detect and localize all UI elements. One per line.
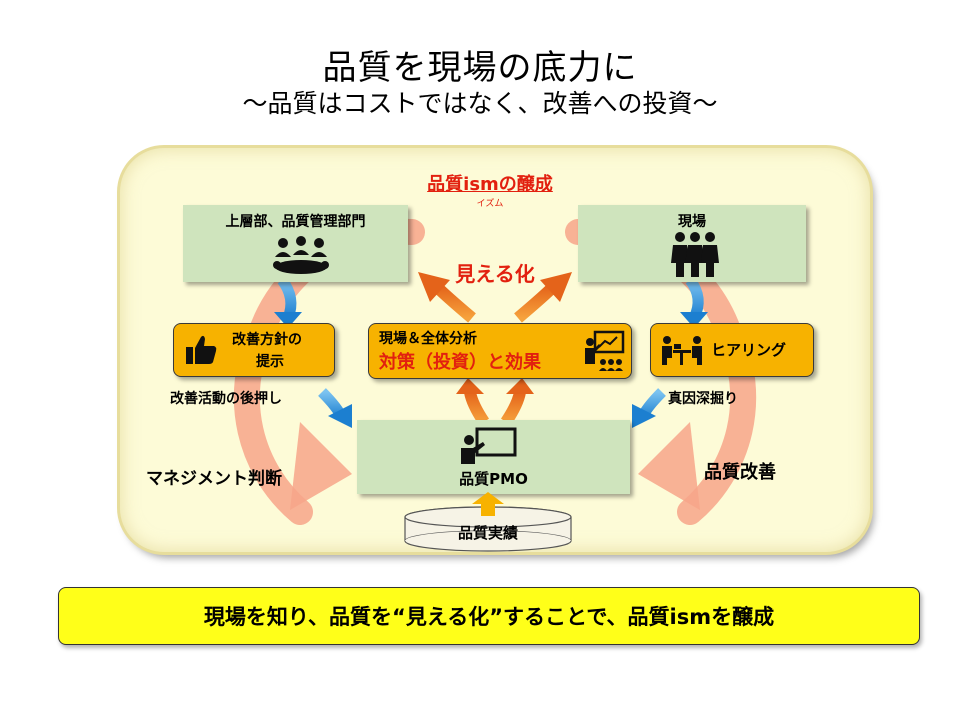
page-subtitle: ～品質はコストではなく、改善への投資～ <box>242 89 718 118</box>
genba-box: 現場 <box>578 205 806 282</box>
management-judgment-label: マネジメント判断 <box>146 469 282 489</box>
hearing-label: ヒアリング <box>711 341 787 359</box>
orange-arrow-pmo-left <box>464 390 490 426</box>
analysis-box: 現場＆全体分析 対策（投資）と効果 <box>368 323 632 379</box>
management-box: 上層部、品質管理部門 <box>183 205 408 282</box>
left-cycle-arrowhead <box>290 422 352 510</box>
root-cause-label: 真因深掘り <box>668 391 738 407</box>
analysis-label: 現場＆全体分析 <box>379 331 477 347</box>
heading-ruby: イズム <box>476 199 504 209</box>
teacher-board-icon <box>461 427 517 464</box>
orange-arrow-pmo-right <box>500 390 526 426</box>
interview-icon <box>662 336 702 365</box>
records-label: 品質実績 <box>457 524 518 542</box>
orange-arrow-up-right <box>514 281 559 323</box>
push-label: 改善活動の後押し <box>170 391 282 407</box>
panel-heading: 品質ismの醸成 <box>427 174 553 195</box>
quality-improvement-label: 品質改善 <box>704 462 776 483</box>
pmo-label: 品質PMO <box>459 470 528 488</box>
hearing-box: ヒアリング <box>650 323 814 377</box>
genba-label: 現場 <box>678 214 706 230</box>
pmo-box: 品質PMO <box>357 420 630 494</box>
workers-icon <box>671 232 719 277</box>
mieru-label: 見える化 <box>455 262 535 286</box>
policy-box: 改善方針の 提示 <box>173 323 335 377</box>
policy-label-line2: 提示 <box>256 354 284 370</box>
right-cycle-arrowhead <box>638 422 700 510</box>
presentation-icon <box>585 330 625 371</box>
conclusion-banner: 現場を知り、品質を“見える化”することで、品質ismを醸成 <box>58 587 920 645</box>
policy-label-line1: 改善方針の <box>232 332 302 348</box>
thumbs-up-icon <box>186 335 217 364</box>
orange-arrow-up-left <box>431 281 476 323</box>
analysis-result: 対策（投資）と効果 <box>379 352 541 373</box>
group-meeting-icon <box>273 236 329 274</box>
records-up-arrow <box>472 492 504 516</box>
management-label: 上層部、品質管理部門 <box>225 214 366 230</box>
page-title: 品質を現場の底力に <box>322 48 638 88</box>
